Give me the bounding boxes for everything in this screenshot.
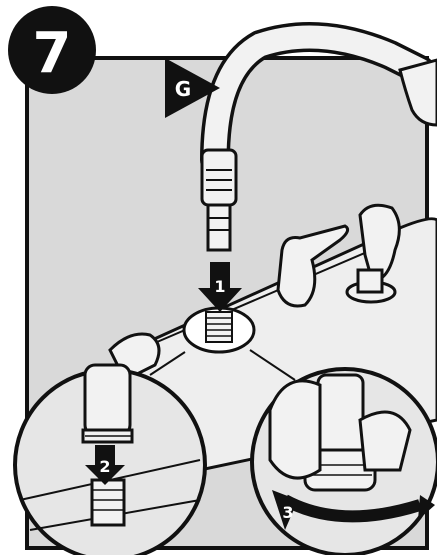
part-g-label: G bbox=[175, 77, 191, 101]
arrow-1-label: 1 bbox=[214, 277, 225, 296]
step-number: 7 bbox=[33, 21, 72, 86]
step-badge: 7 bbox=[8, 6, 96, 94]
arrow-3-label: 3 bbox=[282, 503, 293, 522]
arrow-2-label: 2 bbox=[99, 457, 110, 476]
detail-circle-right: 3 bbox=[252, 369, 437, 555]
